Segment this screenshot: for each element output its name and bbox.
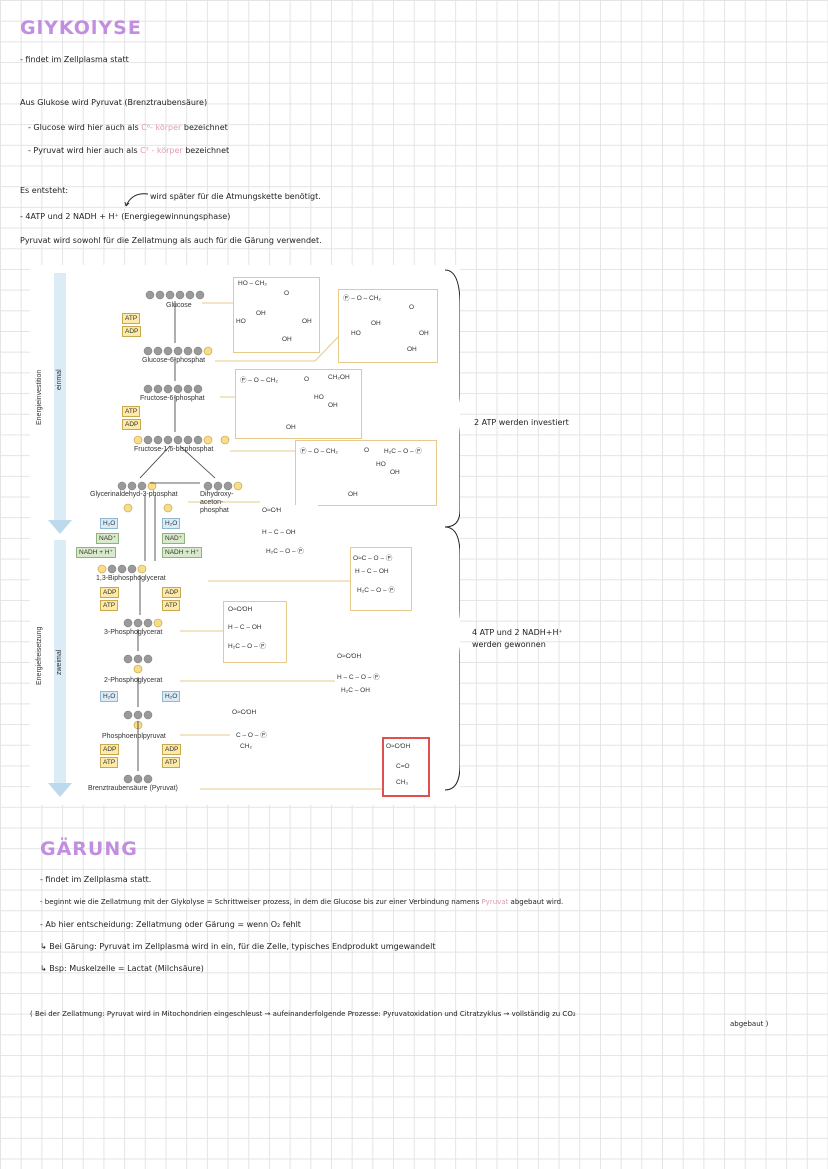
glycolysis-figure: Energieinvestition einmal Energiefreiset… xyxy=(30,265,460,805)
note-atmungskette: wird später für die Atmungskette benötig… xyxy=(150,192,321,201)
note-c6-b: C⁶- körper xyxy=(141,123,182,132)
label-bpg: 1,3-Biphosphoglycerat xyxy=(96,575,166,582)
gaerung-line-2-b: Pyruvat xyxy=(481,898,509,906)
release-bar xyxy=(54,540,66,785)
label-3pg: 3-Phosphoglycerat xyxy=(104,629,163,636)
badge-adp-5: ADP xyxy=(100,744,120,755)
structure-fructose-16-bisphosphat: Ⓟ – O – CH₂ O H₂C – O – Ⓟ HO OH OH xyxy=(295,440,437,506)
badge-h2o-1: H₂O xyxy=(100,518,119,529)
note-c6: - Glucose wird hier auch als C⁶- körper … xyxy=(28,123,228,132)
gaerung-line-2: - beginnt wie die Zellatmung mit der Gly… xyxy=(40,898,563,906)
gaerung-note-b: abgebaut ) xyxy=(730,1020,769,1028)
badge-atp-3: ATP xyxy=(100,600,119,611)
gaerung-line-3: - Ab hier entscheidung: Zellatmung oder … xyxy=(40,920,301,929)
note-pyruvat-use: Pyruvat wird sowohl für die Zellatmung a… xyxy=(20,236,322,245)
structure-bpg: O≈C – O – Ⓟ H – C – OH H₂C – O – Ⓟ xyxy=(350,547,412,611)
structure-fructose-6-phosphat: Ⓟ – O – CH₂ O CH₂OH HO OH OH xyxy=(235,369,362,439)
label-pep: Phosphoenolpyruvat xyxy=(102,733,166,740)
badge-adp-4: ADP xyxy=(162,587,182,598)
structure-glucose: HO – CH₂ O OH OH HO OH xyxy=(233,277,320,353)
annotation-gain-2: werden gewonnen xyxy=(472,640,546,649)
note-c6-c: bezeichnet xyxy=(183,123,228,132)
structure-glucose-6-phosphat: Ⓟ – O – CH₂ O OH OH HO OH xyxy=(338,289,438,363)
label-dhap: Dihydroxy- aceton- phosphat xyxy=(200,491,234,514)
badge-atp-6: ATP xyxy=(162,757,181,768)
gaerung-line-2-c: abgebaut wird. xyxy=(510,898,564,906)
gaerung-line-4: ↳ Bei Gärung: Pyruvat im Zellplasma wird… xyxy=(40,942,436,951)
gaerung-line-2-a: - beginnt wie die Zellatmung mit der Gly… xyxy=(40,898,480,906)
gaerung-note-a: ( Bei der Zellatmung: Pyruvat wird in Mi… xyxy=(30,1010,576,1018)
release-arrow-icon xyxy=(48,783,72,797)
badge-nadh-1: NADH + H⁺ xyxy=(76,547,116,558)
page-title: GlYKOlYSE xyxy=(20,17,142,39)
structure-gap: O≈C⁄H H – C – OH H₂C – O – Ⓟ xyxy=(260,505,318,569)
note-entsteht: Es entsteht: xyxy=(20,186,69,195)
label-gap: Glycerinaldehyd-3-phosphat xyxy=(90,491,178,498)
annotation-gain-1: 4 ATP und 2 NADH+H⁺ xyxy=(472,628,563,637)
label-f6p: Fructose-6-phosphat xyxy=(140,395,205,402)
badge-atp-2: ATP xyxy=(122,406,141,417)
note-c6-a: - Glucose wird hier auch als xyxy=(28,123,139,132)
badge-h2o-2: H₂O xyxy=(162,518,181,529)
badge-nadh-2: NADH + H⁺ xyxy=(162,547,202,558)
badge-adp-1: ADP xyxy=(122,326,142,337)
label-pyruvat: Brenztraubensäure (Pyruvat) xyxy=(88,785,178,792)
invest-arrow-icon xyxy=(48,520,72,534)
label-g6p: Glucose-6-phosphat xyxy=(142,357,206,364)
badge-adp-3: ADP xyxy=(100,587,120,598)
badge-nad-1: NAD⁺ xyxy=(96,533,120,544)
invest-bar xyxy=(54,273,66,523)
section-title-gaerung: GÄRUNG xyxy=(40,838,138,860)
badge-nad-2: NAD⁺ xyxy=(162,533,186,544)
note-c3: - Pyruvat wird hier auch als C³ - körper… xyxy=(28,146,229,155)
badge-h2o-4: H₂O xyxy=(162,691,181,702)
badge-h2o-3: H₂O xyxy=(100,691,119,702)
badge-atp-4: ATP xyxy=(162,600,181,611)
note-c3-c: bezeichnet xyxy=(185,146,230,155)
note-glucose-pyruvat: Aus Glukose wird Pyruvat (Brenztraubensä… xyxy=(20,98,208,107)
structure-pyruvat: O≈C⁄OH C=O CH₃ xyxy=(382,737,430,797)
badge-atp-5: ATP xyxy=(100,757,119,768)
note-c3-b: C³ - körper xyxy=(140,146,183,155)
label-2pg: 2-Phosphoglycerat xyxy=(104,677,163,684)
note-location: - findet im Zellplasma statt xyxy=(20,55,129,64)
badge-adp-6: ADP xyxy=(162,744,182,755)
badge-adp-2: ADP xyxy=(122,419,142,430)
annotation-invest: 2 ATP werden investiert xyxy=(474,418,569,427)
structure-3pg: O≈C⁄OH H – C – OH H₂C – O – Ⓟ xyxy=(223,601,287,663)
structure-2pg: O≈C⁄OH H – C – O – Ⓟ H₂C – OH xyxy=(335,651,393,703)
gaerung-line-1: - findet im Zellplasma statt. xyxy=(40,875,152,884)
structure-pep: O≈C⁄OH C – O – Ⓟ CH₂ xyxy=(230,707,286,759)
gaerung-line-5: ↳ Bsp: Muskelzelle = Lactat (Milchsäure) xyxy=(40,964,204,973)
label-glucose: Glucose xyxy=(166,302,192,309)
note-atp-nadh: - 4ATP und 2 NADH + H⁺ (Energiegewinnung… xyxy=(20,212,231,221)
note-c3-a: - Pyruvat wird hier auch als xyxy=(28,146,138,155)
label-f16bp: Fructose-1,6-bisphosphat xyxy=(134,446,214,453)
badge-atp-1: ATP xyxy=(122,313,141,324)
curved-arrow-icon xyxy=(124,193,149,207)
